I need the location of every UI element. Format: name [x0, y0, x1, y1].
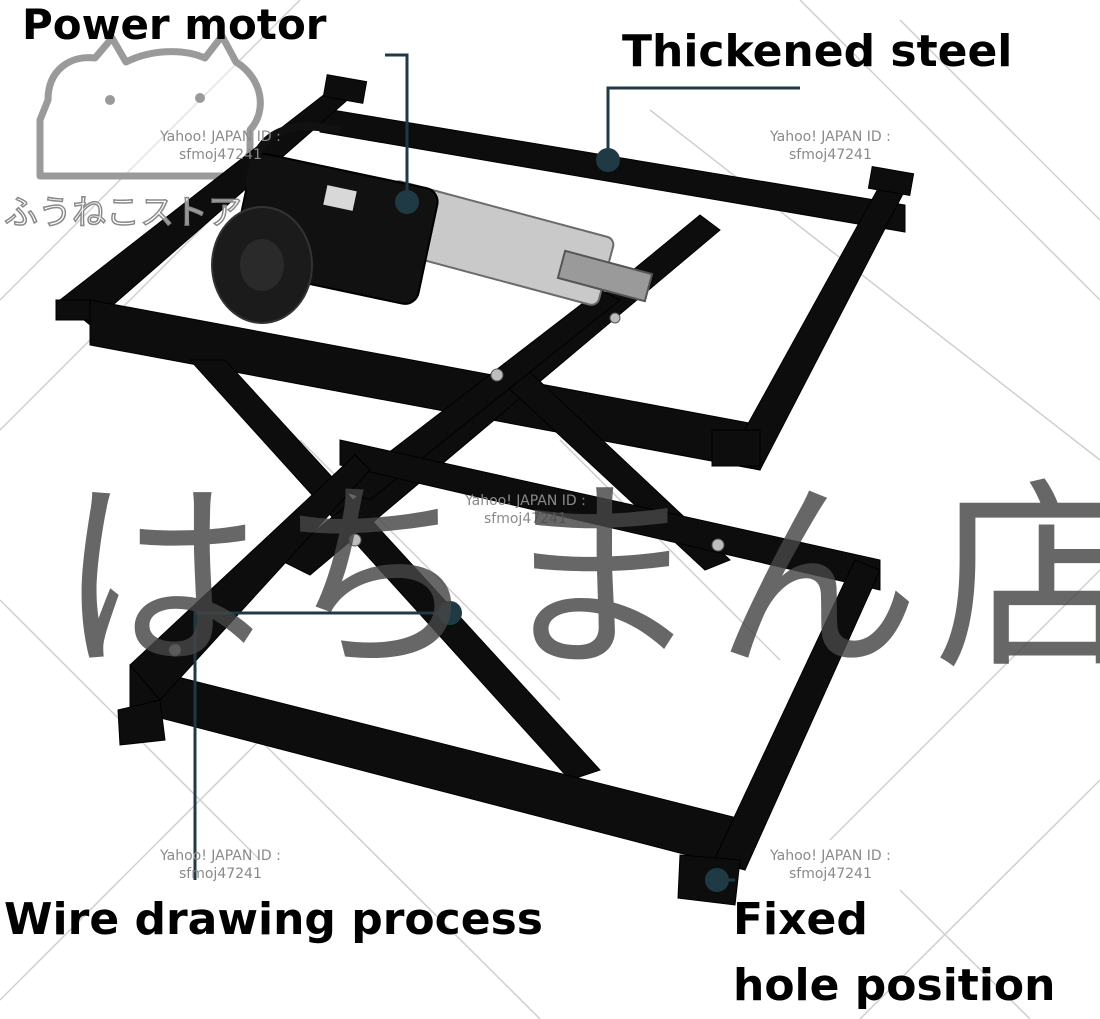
id-watermark-label: Yahoo! JAPAN ID :	[770, 129, 891, 145]
lift-frame	[55, 74, 915, 906]
id-watermark: Yahoo! JAPAN ID : sfmoj47241	[160, 128, 281, 164]
id-watermark: Yahoo! JAPAN ID : sfmoj47241	[770, 128, 891, 164]
id-watermark-label: Yahoo! JAPAN ID :	[160, 129, 281, 145]
id-watermark-label: Yahoo! JAPAN ID :	[770, 848, 891, 864]
label-wire-drawing: Wire drawing process	[4, 894, 543, 945]
id-watermark: Yahoo! JAPAN ID : sfmoj47241	[770, 847, 891, 883]
callout-markers	[395, 148, 729, 892]
frame-bolts	[168, 312, 725, 657]
id-watermark-label: Yahoo! JAPAN ID :	[465, 493, 586, 509]
shop-name-watermark: ふうねこストア	[3, 193, 243, 233]
id-watermark-value: sfmoj47241	[179, 866, 262, 883]
id-watermark-value: sfmoj47241	[789, 147, 872, 164]
id-watermark: Yahoo! JAPAN ID : sfmoj47241	[160, 847, 281, 883]
label-power-motor: Power motor	[22, 0, 327, 49]
label-thickened-steel: Thickened steel	[622, 26, 1013, 77]
label-hole-position: hole position	[733, 960, 1056, 1011]
id-watermark-value: sfmoj47241	[789, 866, 872, 883]
id-watermark-value: sfmoj47241	[484, 511, 567, 528]
shop-logo	[36, 32, 264, 180]
id-watermark-value: sfmoj47241	[179, 147, 262, 164]
id-watermark-label: Yahoo! JAPAN ID :	[160, 848, 281, 864]
label-fixed: Fixed	[733, 894, 868, 945]
store-watermark: はちまん店	[58, 461, 1100, 699]
motor	[211, 122, 439, 324]
id-watermark: Yahoo! JAPAN ID : sfmoj47241	[465, 492, 586, 528]
